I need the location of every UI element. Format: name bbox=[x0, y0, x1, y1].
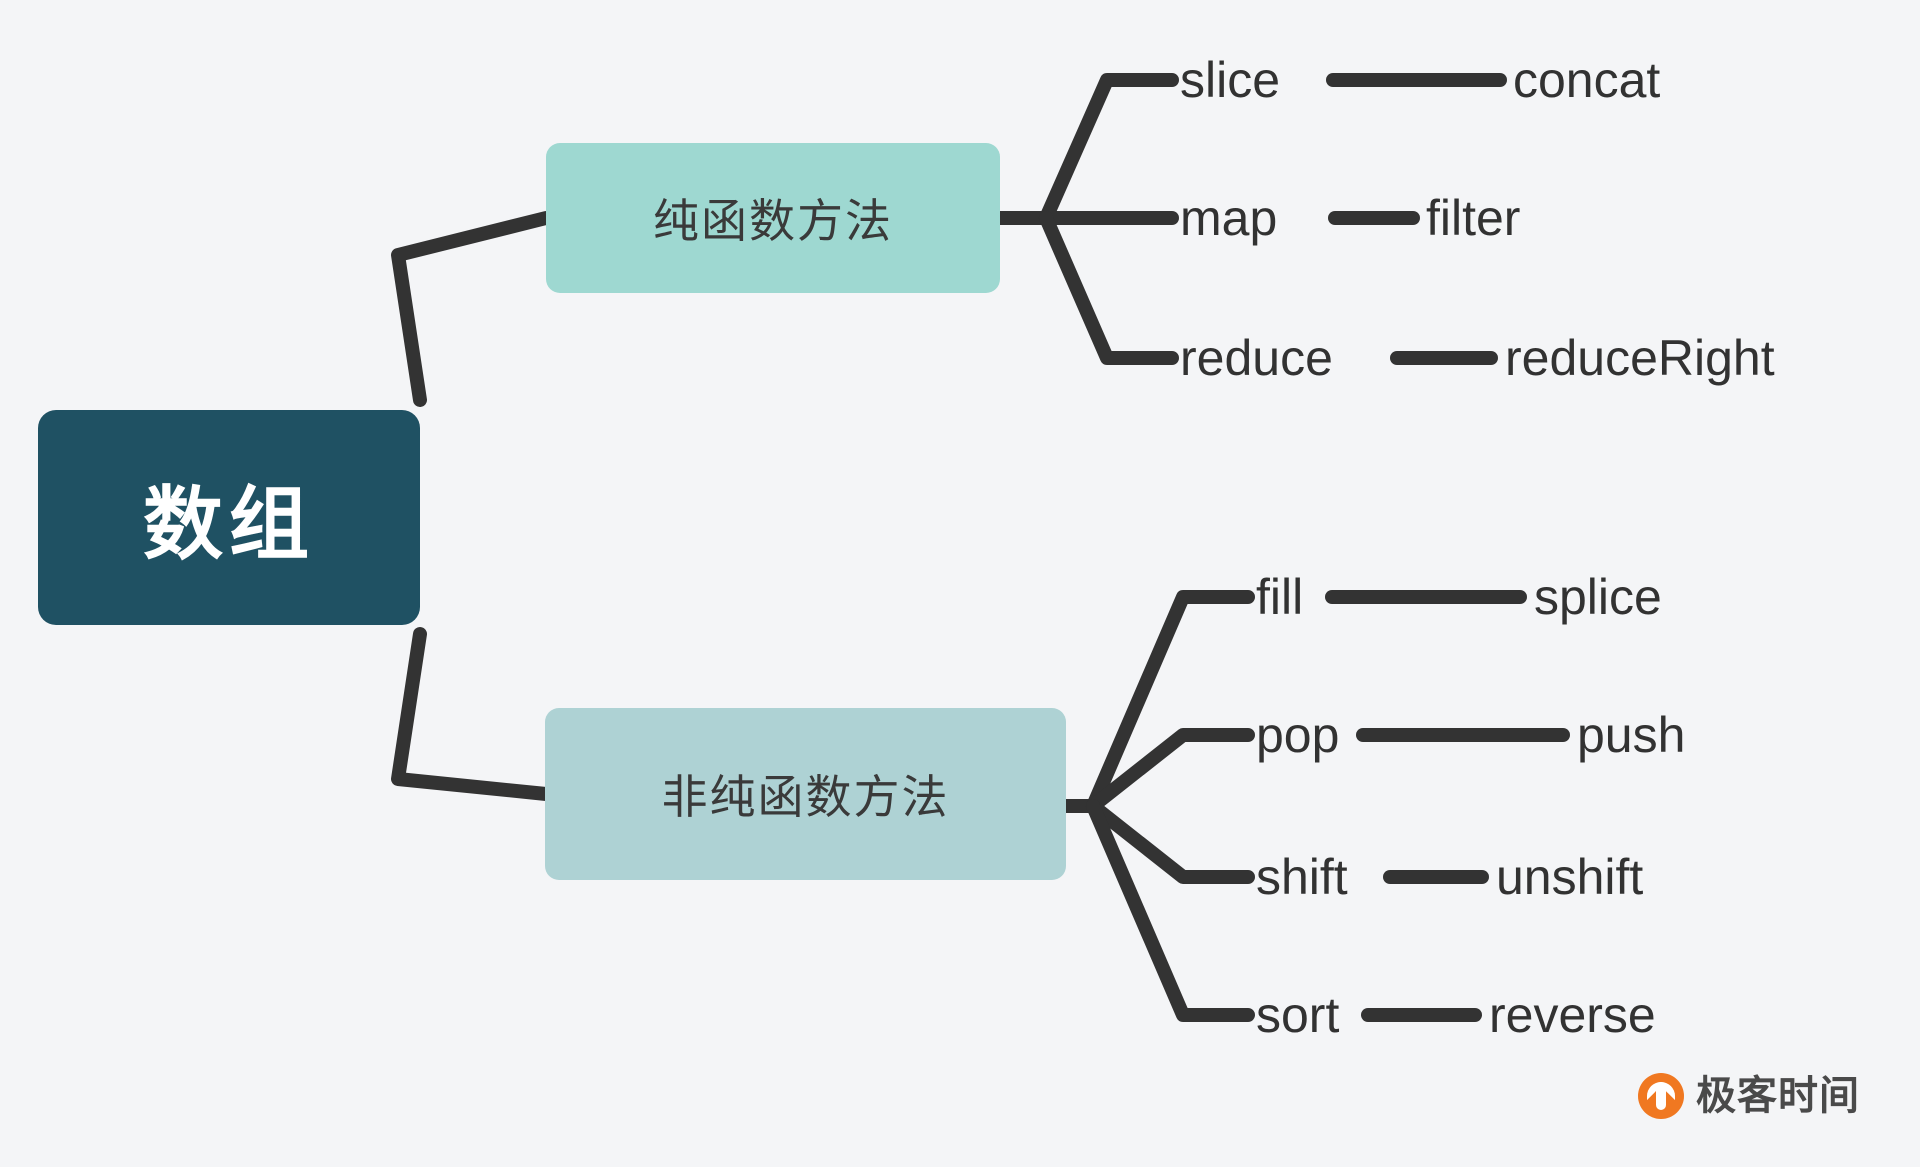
branch-node-impure-methods-label: 非纯函数方法 bbox=[661, 771, 950, 823]
edge-impure-fill bbox=[1086, 590, 1255, 813]
edge-impure-shift bbox=[1086, 799, 1255, 884]
geektime-logo: 极客时间 bbox=[1638, 1073, 1860, 1119]
edge-pure-reduce bbox=[1039, 211, 1179, 365]
branch-node-pure-methods[interactable]: 纯函数方法 bbox=[546, 143, 1000, 293]
edge-impure-sort bbox=[1086, 799, 1255, 1022]
leaf-splice[interactable]: splice bbox=[1534, 569, 1662, 625]
leaf-unshift[interactable]: unshift bbox=[1496, 849, 1644, 905]
branch-node-impure-methods[interactable]: 非纯函数方法 bbox=[545, 708, 1066, 880]
edge-root-to-pure bbox=[391, 211, 553, 407]
edge-root-to-impure bbox=[391, 627, 553, 801]
leaf-push[interactable]: push bbox=[1577, 707, 1686, 763]
leaf-reduce[interactable]: reduce bbox=[1180, 330, 1333, 386]
leaf-map[interactable]: map bbox=[1180, 190, 1278, 246]
root-node[interactable]: 数组 bbox=[38, 410, 420, 625]
leaf-concat[interactable]: concat bbox=[1513, 52, 1661, 108]
leaf-filter[interactable]: filter bbox=[1426, 190, 1521, 246]
branch-node-pure-methods-label: 纯函数方法 bbox=[653, 195, 893, 247]
geektime-wordmark: 极客时间 bbox=[1696, 1074, 1860, 1118]
leaf-pop[interactable]: pop bbox=[1256, 707, 1340, 763]
leaf-fill[interactable]: fill bbox=[1256, 569, 1304, 625]
leaf-reverse[interactable]: reverse bbox=[1489, 987, 1656, 1043]
leaf-sort[interactable]: sort bbox=[1256, 987, 1340, 1043]
root-node-label: 数组 bbox=[143, 479, 315, 569]
leaf-reduceright[interactable]: reduceRight bbox=[1505, 330, 1775, 386]
edge-pure-slice bbox=[1039, 73, 1179, 225]
leaf-shift[interactable]: shift bbox=[1256, 849, 1348, 905]
leaf-slice[interactable]: slice bbox=[1180, 52, 1281, 108]
edge-impure-pop bbox=[1086, 728, 1255, 813]
geektime-mark-icon bbox=[1638, 1073, 1684, 1119]
